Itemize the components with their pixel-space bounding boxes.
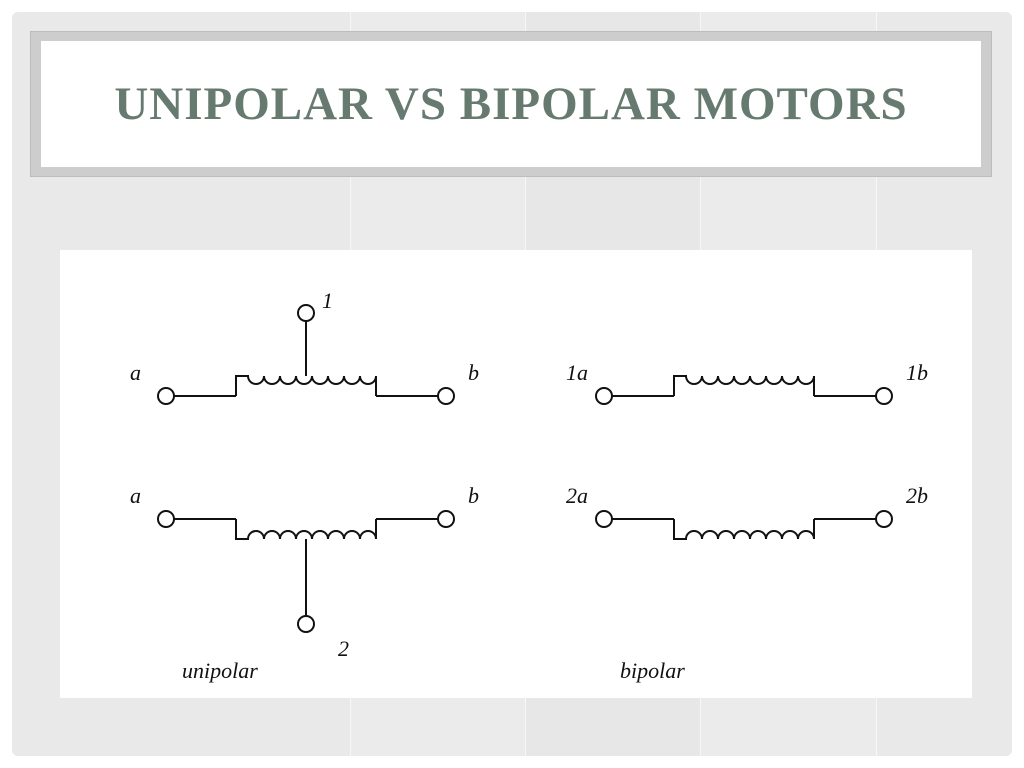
bipolar-bottom-winding: [595, 510, 893, 540]
motor-winding-diagram: a b 1 a b 2 unipolar 1a 1b 2a 2b bipolar: [60, 250, 972, 698]
terminal-b-top: [437, 387, 455, 405]
terminal-center-tap-1: [297, 304, 315, 322]
terminal-1b: [875, 387, 893, 405]
terminal-center-tap-2: [297, 615, 315, 633]
bipolar-top-winding: [595, 375, 893, 405]
coil-winding: [673, 519, 815, 540]
caption-unipolar: unipolar: [182, 658, 258, 683]
label-1b: 1b: [906, 360, 928, 385]
terminal-b-bottom: [437, 510, 455, 528]
label-2b: 2b: [906, 483, 928, 508]
label-unipolar-bottom-b: b: [468, 483, 479, 508]
coil-winding: [235, 375, 377, 396]
caption-bipolar: bipolar: [620, 658, 685, 683]
terminal-2a: [595, 510, 613, 528]
label-2a: 2a: [566, 483, 588, 508]
label-1a: 1a: [566, 360, 588, 385]
title-box: Unipolar vs Bipolar Motors: [41, 41, 981, 167]
unipolar-top-winding: [157, 304, 455, 405]
coil-winding: [235, 519, 377, 540]
label-center-tap-2: 2: [338, 636, 349, 661]
label-center-tap-1: 1: [322, 288, 333, 313]
label-unipolar-top-b: b: [468, 360, 479, 385]
terminal-a-bottom: [157, 510, 175, 528]
label-unipolar-bottom-a: a: [130, 483, 141, 508]
unipolar-bottom-winding: [157, 510, 455, 633]
slide-title: Unipolar vs Bipolar Motors: [114, 77, 908, 130]
terminal-2b: [875, 510, 893, 528]
winding-schematic: a b 1 a b 2 unipolar 1a 1b 2a 2b bipolar: [130, 288, 928, 683]
coil-winding: [673, 375, 815, 396]
title-frame: Unipolar vs Bipolar Motors: [30, 31, 992, 177]
terminal-a-top: [157, 387, 175, 405]
terminal-1a: [595, 387, 613, 405]
label-unipolar-top-a: a: [130, 360, 141, 385]
slide: Unipolar vs Bipolar Motors: [12, 12, 1012, 756]
